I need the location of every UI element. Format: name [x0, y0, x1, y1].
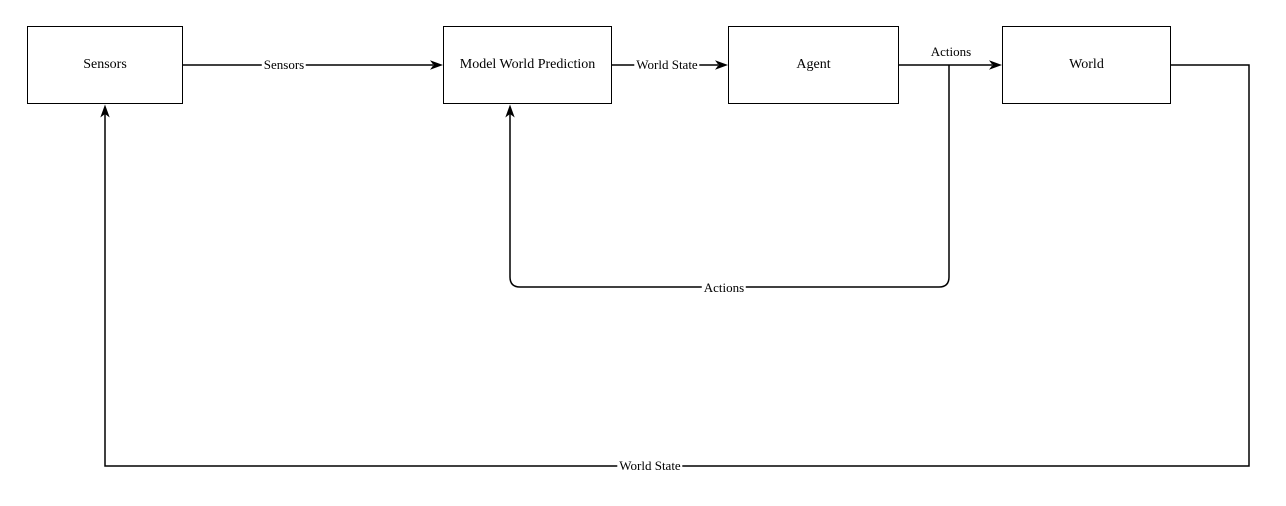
edge-label-world-state-mid: World State	[634, 56, 700, 73]
edge-sensors-to-model	[183, 60, 443, 70]
edge-label-world-state-bottom: World State	[617, 457, 683, 474]
edge-label-actions-top: Actions	[930, 43, 972, 59]
edge-world-to-sensors-feedback	[100, 64, 1250, 467]
node-sensors-label: Sensors	[83, 57, 127, 73]
node-agent-label: Agent	[796, 57, 831, 73]
edge-agent-to-world	[899, 60, 1002, 70]
node-world-label: World	[1069, 57, 1104, 73]
node-sensors: Sensors	[27, 26, 183, 104]
node-agent: Agent	[728, 26, 899, 104]
edge-label-sensors: Sensors	[261, 56, 307, 73]
edge-label-actions-loop: Actions	[701, 279, 747, 296]
node-model-world-prediction: Model World Prediction	[443, 26, 612, 104]
node-model-world-prediction-label: Model World Prediction	[459, 57, 596, 73]
node-world: World	[1002, 26, 1171, 104]
